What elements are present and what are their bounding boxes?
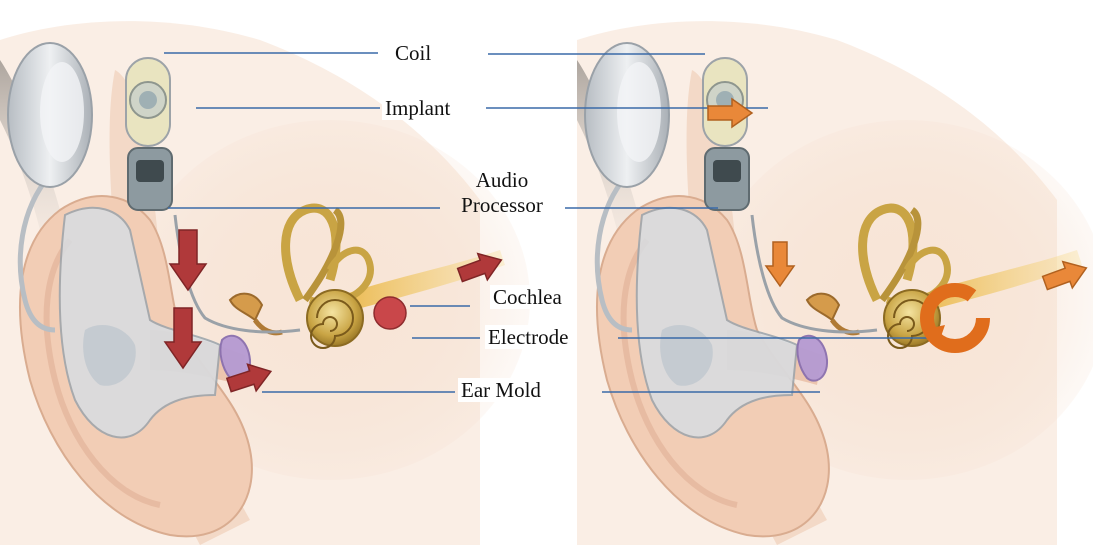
right-ear-illustration — [577, 21, 1093, 545]
label-processor: Processor — [442, 193, 562, 218]
label-audio: Audio — [442, 168, 562, 193]
cochlea-dot-icon — [374, 297, 406, 329]
label-implant: Implant — [382, 96, 453, 120]
label-ear-mold: Ear Mold — [458, 378, 544, 402]
label-audio-processor: Audio Processor — [442, 168, 562, 218]
label-cochlea: Cochlea — [490, 285, 565, 309]
label-electrode: Electrode — [485, 325, 571, 349]
label-coil: Coil — [392, 41, 434, 65]
